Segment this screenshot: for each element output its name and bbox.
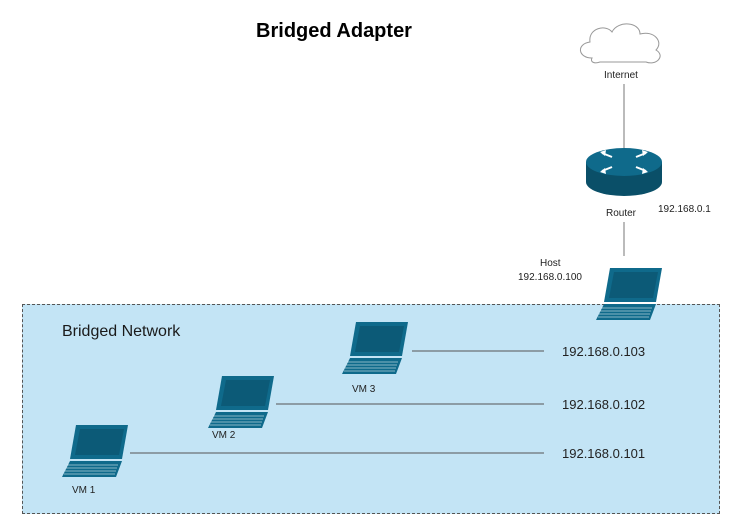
- vm1-ip: 192.168.0.101: [562, 446, 646, 461]
- vm1-laptop-icon: [61, 424, 129, 478]
- router-ip: 192.168.0.1: [658, 204, 711, 215]
- vm2-label: VM 2: [212, 430, 236, 441]
- vm2-ip: 192.168.0.102: [562, 397, 646, 412]
- bridged-network-label: Bridged Network: [62, 323, 181, 340]
- vm3-laptop-icon: [341, 321, 409, 375]
- host-laptop-icon: [595, 267, 663, 321]
- host-ip: 192.168.0.100: [518, 272, 582, 283]
- internet-cloud-icon: [580, 23, 661, 64]
- router-icon: [586, 148, 662, 196]
- router-label: Router: [606, 208, 637, 219]
- vm2-laptop-icon: [207, 375, 275, 429]
- vm3-label: VM 3: [352, 384, 376, 395]
- host-label: Host: [540, 258, 561, 269]
- bridged-network-area: [22, 304, 720, 514]
- diagram-title: Bridged Adapter: [256, 20, 412, 42]
- internet-label: Internet: [604, 70, 638, 81]
- vm1-label: VM 1: [72, 485, 96, 496]
- vm3-ip: 192.168.0.103: [562, 344, 646, 359]
